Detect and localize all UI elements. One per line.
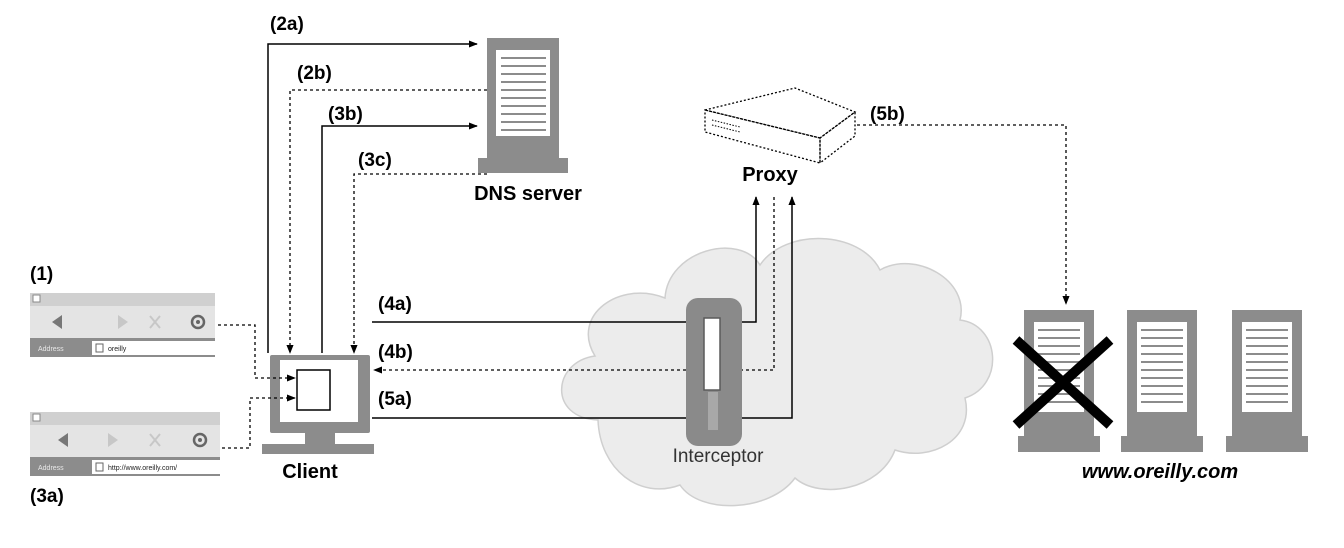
refresh-icon[interactable] bbox=[190, 314, 206, 330]
refresh-icon[interactable] bbox=[192, 432, 208, 448]
step-label-2a: (2a) bbox=[270, 14, 304, 35]
address-bar[interactable] bbox=[92, 460, 220, 474]
server-failed-x-icon bbox=[1012, 336, 1114, 429]
arrow-3b bbox=[321, 122, 478, 353]
forward-icon[interactable] bbox=[108, 433, 118, 447]
proxy-icon bbox=[704, 87, 857, 165]
arrow-2a bbox=[267, 40, 478, 353]
arrow-5a-to-proxy bbox=[742, 196, 796, 419]
origin-server-3 bbox=[1225, 309, 1309, 453]
address-label: Address bbox=[38, 346, 64, 353]
origin-server-label: www.oreilly.com bbox=[1082, 461, 1238, 483]
arrow-3a bbox=[222, 394, 296, 449]
client-computer-icon bbox=[262, 355, 374, 454]
address-url: oreilly bbox=[108, 346, 127, 353]
step-label-4b: (4b) bbox=[378, 342, 413, 363]
dns-server-label: DNS server bbox=[474, 183, 582, 205]
arrow-4b-from-proxy bbox=[742, 197, 775, 371]
address-bar[interactable] bbox=[92, 341, 215, 355]
step-label-3c: (3c) bbox=[358, 150, 392, 171]
step-label-5a: (5a) bbox=[378, 389, 412, 410]
stop-icon[interactable] bbox=[149, 315, 161, 329]
dns-server-icon bbox=[478, 38, 568, 173]
step-label-2b: (2b) bbox=[297, 63, 332, 84]
proxy-label: Proxy bbox=[742, 164, 798, 186]
browser-window-2: Address http://www.oreilly.com/ bbox=[30, 412, 220, 476]
arrow-4a-to-proxy bbox=[742, 196, 760, 323]
back-icon[interactable] bbox=[52, 315, 62, 329]
arrow-3c bbox=[350, 173, 487, 354]
origin-server-2 bbox=[1120, 309, 1204, 453]
browser-window-1: Address oreilly bbox=[30, 293, 215, 357]
client-label: Client bbox=[282, 461, 338, 483]
stop-icon[interactable] bbox=[149, 433, 161, 447]
interceptor-icon bbox=[686, 298, 742, 446]
step-label-5b: (5b) bbox=[870, 104, 905, 125]
step-label-4a: (4a) bbox=[378, 294, 412, 315]
step-label-3a: (3a) bbox=[30, 486, 64, 507]
address-label: Address bbox=[38, 465, 64, 472]
interceptor-label: Interceptor bbox=[673, 446, 764, 467]
internet-cloud bbox=[561, 237, 994, 507]
back-icon[interactable] bbox=[58, 433, 68, 447]
step-label-1: (1) bbox=[30, 264, 53, 285]
arrow-1 bbox=[218, 324, 296, 382]
arrow-2b bbox=[286, 89, 487, 354]
forward-icon[interactable] bbox=[118, 315, 128, 329]
address-url: http://www.oreilly.com/ bbox=[108, 465, 177, 472]
step-label-3b: (3b) bbox=[328, 104, 363, 125]
